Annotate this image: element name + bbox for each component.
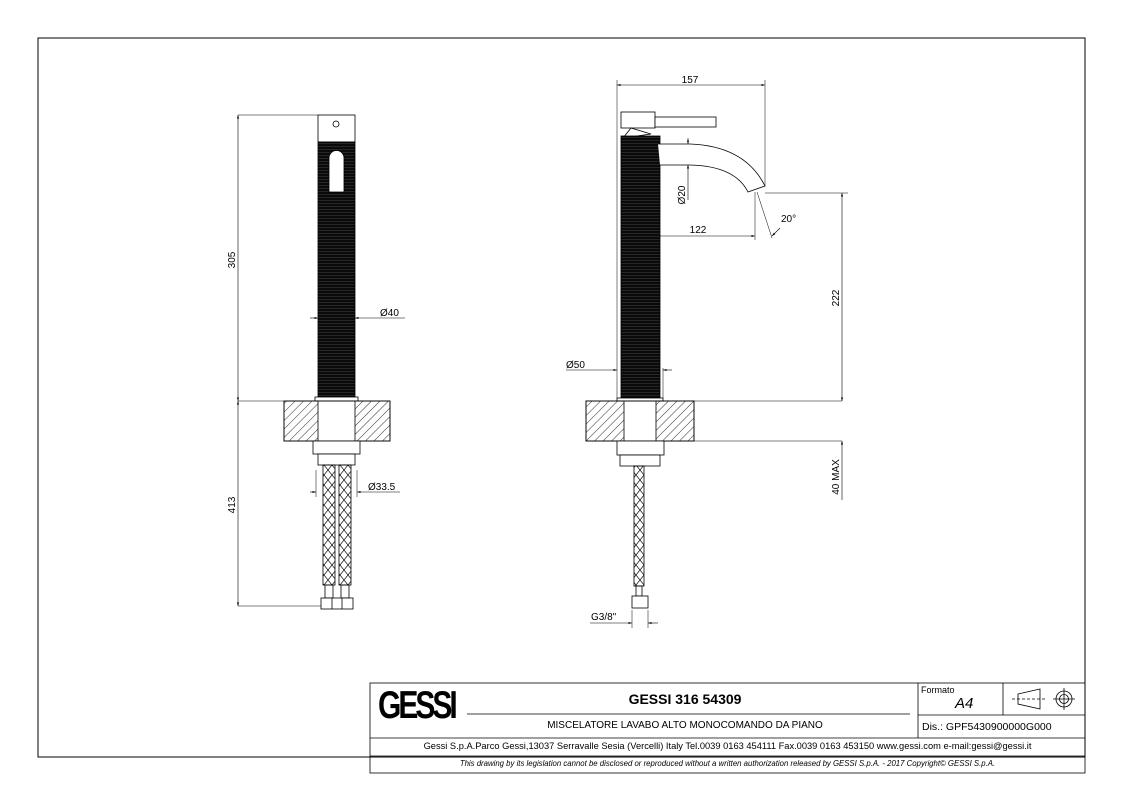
company-address: Gessi S.p.A.Parco Gessi,13037 Serravalle… xyxy=(423,741,1032,751)
gessi-logo: GESSI xyxy=(378,684,458,727)
side-view xyxy=(566,80,848,628)
dim-connector-diameter: Ø33.5 xyxy=(368,482,396,493)
dim-height-below: 413 xyxy=(227,496,238,513)
drawing-number: Dis.: GPF5430900000G000 xyxy=(922,721,1052,733)
hose-nut xyxy=(631,595,649,609)
dim-base-diameter: Ø50 xyxy=(566,360,585,371)
product-code: GESSI 316 54309 xyxy=(628,691,742,707)
dim-spout-diameter: Ø20 xyxy=(677,185,688,204)
dim-height-above: 305 xyxy=(227,251,238,268)
indicator-hole xyxy=(332,120,340,128)
hose-nut xyxy=(320,597,354,610)
front-view xyxy=(236,114,405,610)
hose-left xyxy=(322,464,336,586)
dim-total-depth: 157 xyxy=(682,75,699,86)
format-value: A4 xyxy=(955,695,974,712)
product-description: MISCELATORE LAVABO ALTO MONOCOMANDO DA P… xyxy=(547,720,823,731)
hose xyxy=(633,465,645,587)
format-label: Formato xyxy=(921,685,955,695)
dim-max-counter-thickness: 40 MAX xyxy=(831,459,842,495)
dim-spout-height: 222 xyxy=(831,289,842,306)
countertop-section-left xyxy=(283,400,319,442)
first-angle-projection-icon xyxy=(1012,688,1075,710)
dim-spout-reach: 122 xyxy=(690,225,707,236)
countertop-section-left xyxy=(585,400,625,442)
lever-cap xyxy=(317,114,356,143)
countertop-section-right xyxy=(354,400,391,442)
hose-right xyxy=(338,464,352,586)
drawing-frame xyxy=(37,37,1086,758)
ribbed-body xyxy=(620,135,661,399)
dim-body-diameter: Ø40 xyxy=(380,308,399,319)
dim-thread: G3/8" xyxy=(591,612,617,623)
spout-outlet xyxy=(328,150,345,193)
lever-handle xyxy=(654,116,717,128)
lever-head xyxy=(620,111,656,129)
title-block-frame xyxy=(369,682,1086,774)
countertop-section-right xyxy=(655,400,695,442)
spout xyxy=(658,143,766,193)
copyright-notice: This drawing by its legislation cannot b… xyxy=(459,759,996,768)
dim-spout-angle: 20° xyxy=(781,214,796,225)
